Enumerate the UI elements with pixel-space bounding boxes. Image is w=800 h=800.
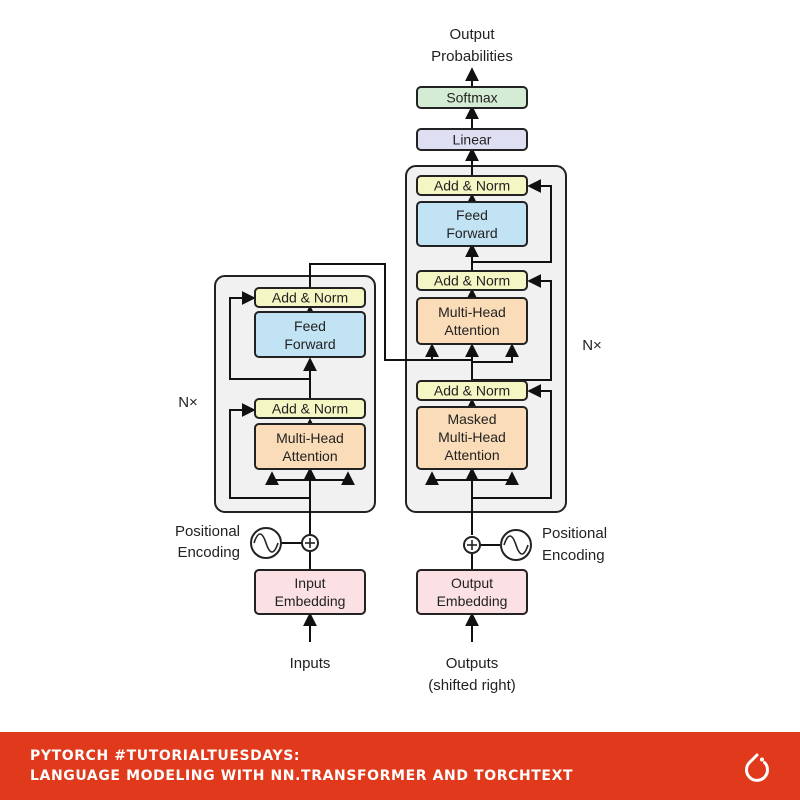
inputs-label: Inputs xyxy=(290,655,331,672)
input-embedding-label-1: Input xyxy=(294,575,325,591)
banner-title-line-2: LANGUAGE MODELING WITH NN.TRANSFORMER AN… xyxy=(30,768,574,784)
decoder-masked-multi-head-attention xyxy=(416,406,528,470)
decoder-add-norm-top xyxy=(416,175,528,196)
decoder-repeat-label: N× xyxy=(582,337,602,354)
encoder-attention-label-1: Multi-Head xyxy=(276,430,344,446)
encoder-multi-head-attention xyxy=(254,423,366,470)
masked-attention-label-1: Masked xyxy=(447,411,496,427)
decoder-multi-head-attention xyxy=(416,297,528,345)
encoder-repeat-label: N× xyxy=(178,394,198,411)
encoder-feed-forward-label-1: Feed xyxy=(294,318,326,334)
masked-attention-label-3: Attention xyxy=(444,447,499,463)
decoder-add-norm-top-label: Add & Norm xyxy=(434,178,510,194)
banner-title-line-1: PYTORCH #TUTORIALTUESDAYS: xyxy=(30,748,301,764)
title-banner: PYTORCH #TUTORIALTUESDAYS: LANGUAGE MODE… xyxy=(0,732,800,800)
decoder-add-norm-bottom-label: Add & Norm xyxy=(434,383,510,399)
decoder-feed-forward-label-1: Feed xyxy=(456,207,488,223)
decoder-add-norm-middle xyxy=(416,270,528,291)
pytorch-flame-icon xyxy=(745,753,769,782)
encoder-attention-label-2: Attention xyxy=(282,448,337,464)
decoder-positional-encoding-label-1: Positional xyxy=(542,525,607,542)
decoder: Output Probabilities Softmax Linear Add … xyxy=(416,26,607,694)
encoder-add-norm-bottom-label: Add & Norm xyxy=(272,401,348,417)
encoder-add-norm-top xyxy=(254,287,366,308)
decoder-positional-encoding-label-2: Encoding xyxy=(542,547,605,564)
output-embedding-label-2: Embedding xyxy=(437,593,508,609)
encoder-add-norm-bottom xyxy=(254,398,366,419)
linear-label: Linear xyxy=(453,132,492,148)
encoder-add-norm-top-label: Add & Norm xyxy=(272,290,348,306)
encoder-feed-forward-label-2: Forward xyxy=(284,336,335,352)
output-embedding xyxy=(416,569,528,615)
encoder-positional-encoding-label-2: Encoding xyxy=(177,544,240,561)
output-probabilities-label-1: Output xyxy=(449,26,495,43)
softmax-block xyxy=(416,86,528,109)
linear-block xyxy=(416,128,528,151)
input-embedding-label-2: Embedding xyxy=(275,593,346,609)
masked-attention-label-2: Multi-Head xyxy=(438,429,506,445)
input-embedding xyxy=(254,569,366,615)
decoder-add-norm-middle-label: Add & Norm xyxy=(434,273,510,289)
outputs-label-1: Outputs xyxy=(446,655,499,672)
encoder: Add & Norm Feed Forward Add & Norm Multi… xyxy=(175,263,479,672)
decoder-feed-forward xyxy=(416,201,528,247)
output-embedding-label-1: Output xyxy=(451,575,493,591)
encoder-positional-encoding-label-1: Positional xyxy=(175,523,240,540)
decoder-cross-attention-label-1: Multi-Head xyxy=(438,304,506,320)
outputs-label-2: (shifted right) xyxy=(428,677,516,694)
decoder-cross-attention-label-2: Attention xyxy=(444,322,499,338)
decoder-feed-forward-label-2: Forward xyxy=(446,225,497,241)
decoder-add-norm-bottom xyxy=(416,380,528,401)
output-probabilities-label-2: Probabilities xyxy=(431,48,513,65)
encoder-feed-forward xyxy=(254,311,366,358)
transformer-diagram: Add & Norm Feed Forward Add & Norm Multi… xyxy=(175,26,607,694)
softmax-label: Softmax xyxy=(446,90,497,106)
